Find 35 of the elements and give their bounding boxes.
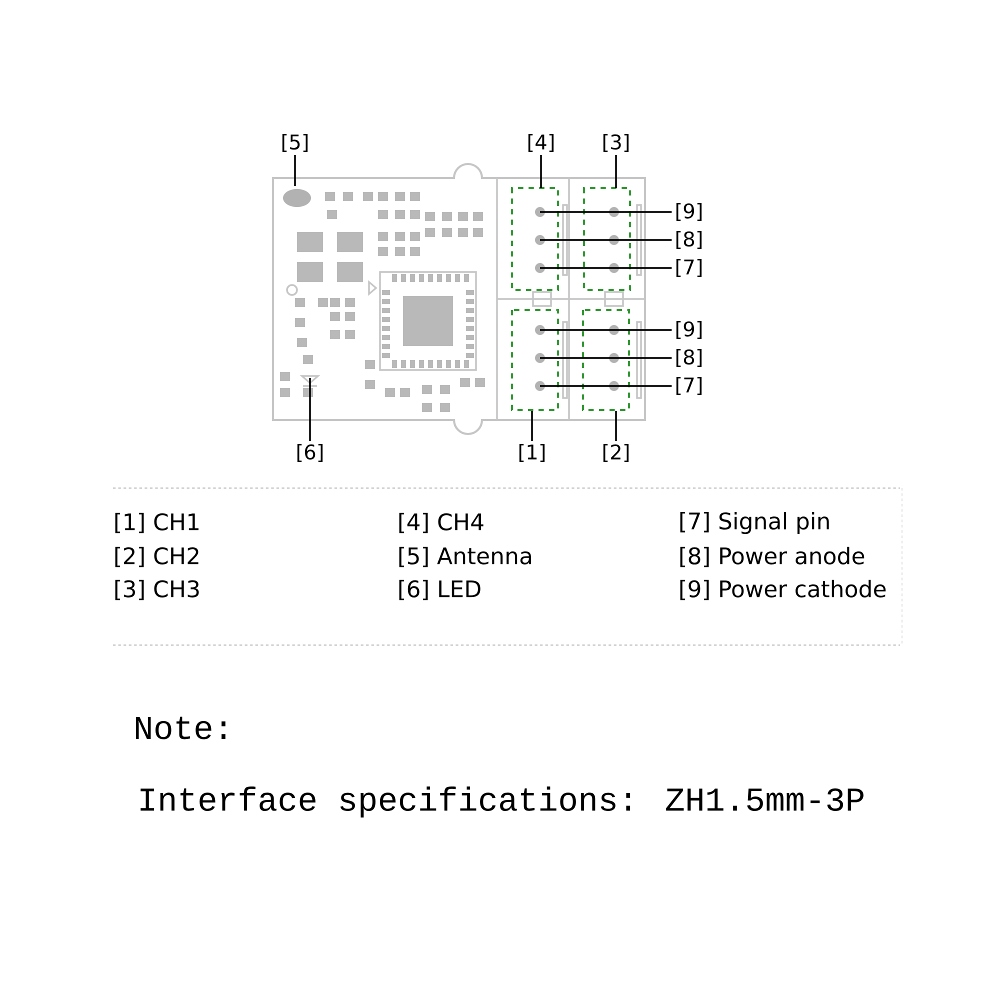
- legend-entry: [6] LED: [399, 580, 480, 600]
- leader-line: [540, 239, 672, 241]
- legend-entry: [4] CH4: [399, 512, 484, 534]
- leader-line: [294, 155, 296, 186]
- legend-entry: [7] Signal pin: [680, 512, 829, 534]
- legend-entry: [8] Power anode: [680, 546, 864, 568]
- callout-number: [1]: [519, 444, 545, 462]
- leader-line: [540, 211, 672, 213]
- note-text: Interface specifications: ZH1.5mm-3P: [140, 786, 864, 818]
- legend-entry: [9] Power cathode: [680, 580, 886, 600]
- callout-number: [8]: [676, 349, 702, 368]
- callout-number: [5]: [282, 134, 308, 152]
- leader-line: [540, 357, 672, 359]
- leader-line: [531, 411, 533, 441]
- callout-number: [4]: [528, 134, 554, 152]
- callout-number: [9]: [676, 203, 702, 222]
- leader-line: [540, 155, 542, 188]
- callout-number: [6]: [297, 444, 323, 462]
- note-heading: Note:: [136, 716, 226, 740]
- leader-line: [540, 267, 672, 269]
- callout-number: [8]: [676, 231, 702, 250]
- legend-entry: [3] CH3: [115, 580, 199, 600]
- callout-number: [7]: [676, 377, 702, 396]
- callout-number: [3]: [603, 134, 629, 152]
- callout-number: [2]: [603, 444, 629, 462]
- leader-line: [540, 329, 672, 331]
- leader-line: [615, 411, 617, 441]
- legend-entry: [5] Antenna: [399, 546, 531, 568]
- callout-number: [7]: [676, 259, 702, 278]
- legend-entry: [1] CH1: [115, 512, 198, 534]
- leader-line: [309, 378, 311, 441]
- legend-entry: [2] CH2: [115, 546, 198, 568]
- callout-number: [9]: [676, 321, 702, 340]
- leader-line: [540, 385, 672, 387]
- leader-line: [615, 155, 617, 188]
